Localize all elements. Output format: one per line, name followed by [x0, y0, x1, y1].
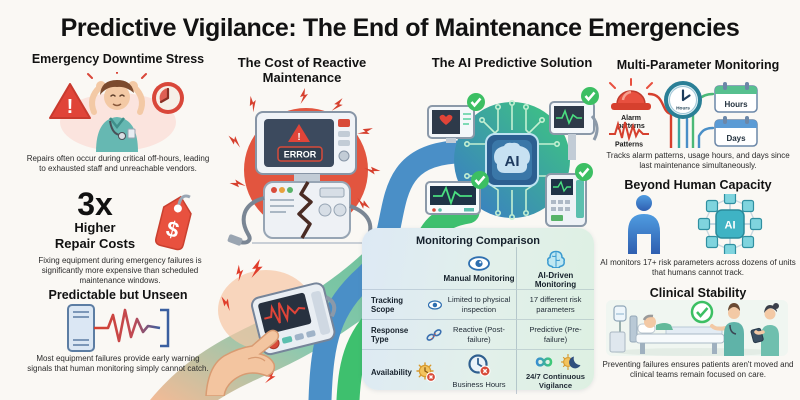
caption-multi-parameter: Tracks alarm patterns, usage hours, and …: [606, 151, 790, 171]
heading-reactive-maintenance: The Cost of Reactive Maintenance: [237, 55, 367, 85]
caption-repair-costs: Fixing equipment during emergency failur…: [38, 256, 202, 286]
alarm-label-1: Alarm: [621, 115, 641, 122]
ai-network-icon: AI: [697, 194, 763, 254]
warning-triangle-icon: !: [49, 83, 91, 119]
crack: [297, 181, 313, 239]
caption-predictable: Most equipment failures provide early wa…: [27, 354, 209, 374]
clinician-female: [750, 303, 779, 356]
cell-availability-ai: 24/7 Continuous Vigilance: [516, 349, 594, 394]
stressed-staff-illustration: !: [49, 72, 184, 152]
broken-chain-icon: [426, 328, 442, 341]
calendar1-label: Hours: [724, 100, 748, 109]
svg-text:!: !: [297, 132, 300, 143]
ai-chip-icon: AI: [485, 133, 539, 187]
ecg-monitor: [425, 171, 489, 215]
manual-monitoring-header: Manual Monitoring: [442, 247, 516, 289]
alarm-siren-icon: [609, 78, 653, 110]
broken-machine-illustration: ! ERROR: [227, 88, 381, 246]
machine-body: [263, 181, 351, 239]
day-night-icon: [560, 353, 580, 370]
row-label-response-type: Response Type: [362, 319, 442, 349]
patterns-label: Patterns: [615, 142, 643, 149]
heading-multi-parameter: Multi-Parameter Monitoring: [616, 58, 780, 72]
eye-icon: [468, 255, 490, 271]
calendar-hours-icon: Hours: [714, 82, 758, 113]
price-tag-icon: $: [155, 194, 192, 251]
error-monitor: ! ERROR: [255, 111, 357, 175]
plug-icon: [227, 234, 243, 246]
checkmark-icon: [690, 300, 714, 324]
clinical-stability-illustration: [606, 300, 788, 356]
cell-availability-manual: Business Hours: [442, 349, 516, 394]
clinician-male: [710, 303, 744, 356]
clock-x-icon: [468, 354, 491, 377]
cell-response-ai: Predictive (Pre-failure): [516, 319, 594, 349]
emergency-hand-device-illustration: [205, 259, 337, 396]
comparison-title: Monitoring Comparison: [415, 235, 541, 247]
calendar-days-icon: Days: [714, 116, 758, 147]
patterns-waveform-icon: [609, 120, 649, 142]
hand: [205, 329, 280, 396]
monitoring-comparison-card: Monitoring Comparison Manual Monitoring …: [362, 228, 594, 394]
stat-3x: 3x: [77, 186, 113, 222]
heart-icon: [439, 114, 453, 125]
hospital-bed: [629, 315, 725, 354]
warning-triangle-icon: [288, 124, 310, 142]
brain-icon: [546, 250, 565, 268]
empty-header-cell: [362, 247, 442, 289]
heading-beyond-human: Beyond Human Capacity: [624, 178, 772, 192]
infinity-icon: [535, 356, 552, 367]
multi-parameter-illustration: Alarm patterns Hours Hours Days Patterns: [609, 78, 758, 149]
caption-beyond-human: AI monitors 17+ risk parameters across d…: [600, 258, 796, 278]
row-label-tracking-scope: Tracking Scope: [362, 289, 442, 319]
lightning-icons: [221, 259, 276, 384]
ai-predictive-illustration: AI: [425, 87, 599, 227]
sun-clock-alert-icon: [416, 362, 436, 382]
brain-icon: [494, 142, 530, 173]
network-ai-label: AI: [725, 220, 736, 232]
stat-line-higher: Higher: [74, 220, 116, 235]
heading-predictable-unseen: Predictable but Unseen: [48, 288, 188, 302]
stat-line-repair-costs: Repair Costs: [54, 235, 136, 251]
clock-icon: [152, 82, 184, 114]
eye-icon: [428, 299, 442, 310]
ai-chip-icon: [715, 209, 745, 239]
heading-emergency-downtime: Emergency Downtime Stress: [31, 52, 205, 66]
lightning-icons: [228, 88, 381, 209]
person-icon: [628, 195, 660, 254]
cell-tracking-manual: Limited to physical inspection: [442, 289, 516, 319]
waveform-icon: [94, 308, 161, 343]
equipment-signal-illustration: [67, 304, 170, 352]
heart-monitor: [427, 93, 485, 143]
stressed-person: [87, 72, 147, 152]
ventilator-monitor: [549, 87, 599, 160]
caption-clinical-stability: Preventing failures ensures patients are…: [602, 360, 794, 380]
patient: [642, 314, 673, 330]
ai-chip-label: AI: [505, 153, 520, 170]
manual-monitoring-label: Manual Monitoring: [443, 273, 515, 283]
cell-tracking-ai: 17 different risk parameters: [516, 289, 594, 319]
caption-emergency: Repairs often occur during critical off-…: [26, 154, 210, 174]
calendar2-label: Days: [726, 134, 746, 143]
beyond-human-illustration: AI: [628, 194, 763, 254]
alarm-label-2: patterns: [617, 123, 645, 130]
bedside-cabinet: [609, 331, 626, 353]
ai-monitoring-header: AI-Driven Monitoring: [516, 247, 594, 289]
bracket-icon: [160, 308, 170, 348]
cube-icons: [697, 194, 763, 254]
infographic-title: Predictive Vigilance: The End of Mainten…: [60, 14, 740, 42]
error-label: ERROR: [284, 150, 317, 160]
svg-text:!: !: [67, 96, 74, 118]
repair-costs-stat: 3x Higher Repair Costs: [40, 188, 150, 251]
heading-clinical-stability: Clinical Stability: [649, 286, 747, 300]
svg-text:$: $: [164, 216, 182, 243]
ai-monitoring-label: AI-Driven Monitoring: [534, 270, 577, 289]
cell-response-manual: Reactive (Post-failure): [442, 319, 516, 349]
cable-left: [239, 196, 265, 245]
row-label-availability: Availability: [362, 349, 442, 394]
heading-ai-solution: The AI Predictive Solution: [431, 55, 593, 70]
clock-label: Hours: [676, 106, 690, 112]
infusion-pump: [545, 163, 593, 227]
clock-hours-icon: Hours: [664, 81, 702, 119]
